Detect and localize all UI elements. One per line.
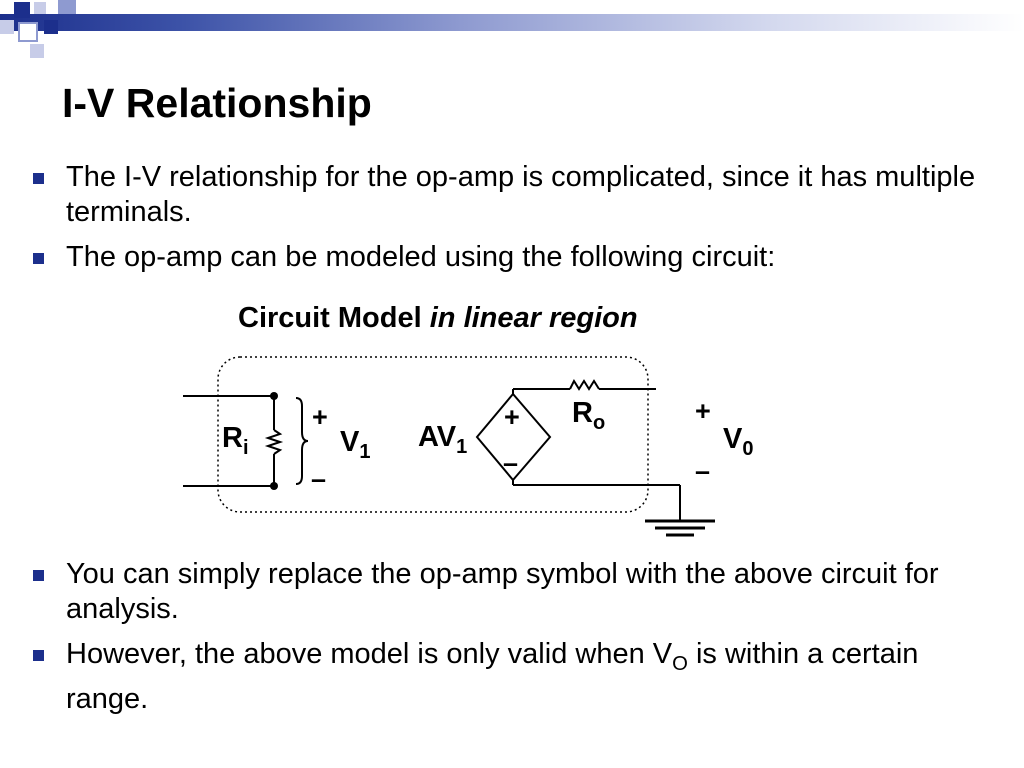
v1-plus: + bbox=[312, 402, 328, 432]
bullet-item: However, the above model is only valid w… bbox=[30, 637, 990, 717]
bullet-item: You can simply replace the op-amp symbol… bbox=[30, 557, 990, 627]
ri-label: Ri bbox=[222, 422, 249, 459]
caption-bold: Circuit Model bbox=[238, 302, 422, 334]
ri-resistor bbox=[264, 429, 284, 455]
square-bullet-icon bbox=[33, 650, 44, 661]
v0-label: V0 bbox=[723, 423, 753, 460]
circuit-diagram: Ri + V1 – AV1 + – Ro + V0 – bbox=[183, 356, 753, 537]
v1-minus: – bbox=[311, 464, 326, 494]
bullet-text: You can simply replace the op-amp symbol… bbox=[66, 558, 939, 625]
bullet-text: The op-amp can be modeled using the foll… bbox=[66, 241, 776, 273]
v1-label: V1 bbox=[340, 426, 370, 463]
circuit-caption: Circuit Model in linear region bbox=[238, 302, 638, 335]
square-bullet-icon bbox=[33, 173, 44, 184]
terminal-dot-top bbox=[270, 392, 278, 400]
slide-title: I-V Relationship bbox=[62, 80, 372, 126]
source-plus: + bbox=[504, 402, 520, 432]
bullet-item: The op-amp can be modeled using the foll… bbox=[30, 240, 990, 275]
v1-brace bbox=[295, 397, 309, 485]
top-bullet-list: The I-V relationship for the op-amp is c… bbox=[30, 160, 990, 285]
square-bullet-icon bbox=[33, 253, 44, 264]
caption-italic: in linear region bbox=[429, 302, 638, 334]
corner-decoration bbox=[0, 0, 80, 64]
v0-plus: + bbox=[695, 396, 711, 426]
ground-icon bbox=[645, 519, 715, 537]
av1-label: AV1 bbox=[418, 421, 467, 458]
header-gradient-bar bbox=[0, 14, 1024, 31]
terminal-dot-bottom bbox=[270, 482, 278, 490]
source-minus: – bbox=[503, 448, 518, 478]
bullet-text: However, the above model is only valid w… bbox=[66, 638, 919, 715]
model-boundary bbox=[217, 356, 649, 513]
ro-label: Ro bbox=[572, 397, 605, 434]
v0-minus: – bbox=[695, 456, 710, 486]
square-bullet-icon bbox=[33, 570, 44, 581]
bottom-bullet-list: You can simply replace the op-amp symbol… bbox=[30, 557, 990, 727]
ro-resistor bbox=[569, 378, 600, 391]
bullet-item: The I-V relationship for the op-amp is c… bbox=[30, 160, 990, 230]
bullet-text: The I-V relationship for the op-amp is c… bbox=[66, 161, 976, 228]
